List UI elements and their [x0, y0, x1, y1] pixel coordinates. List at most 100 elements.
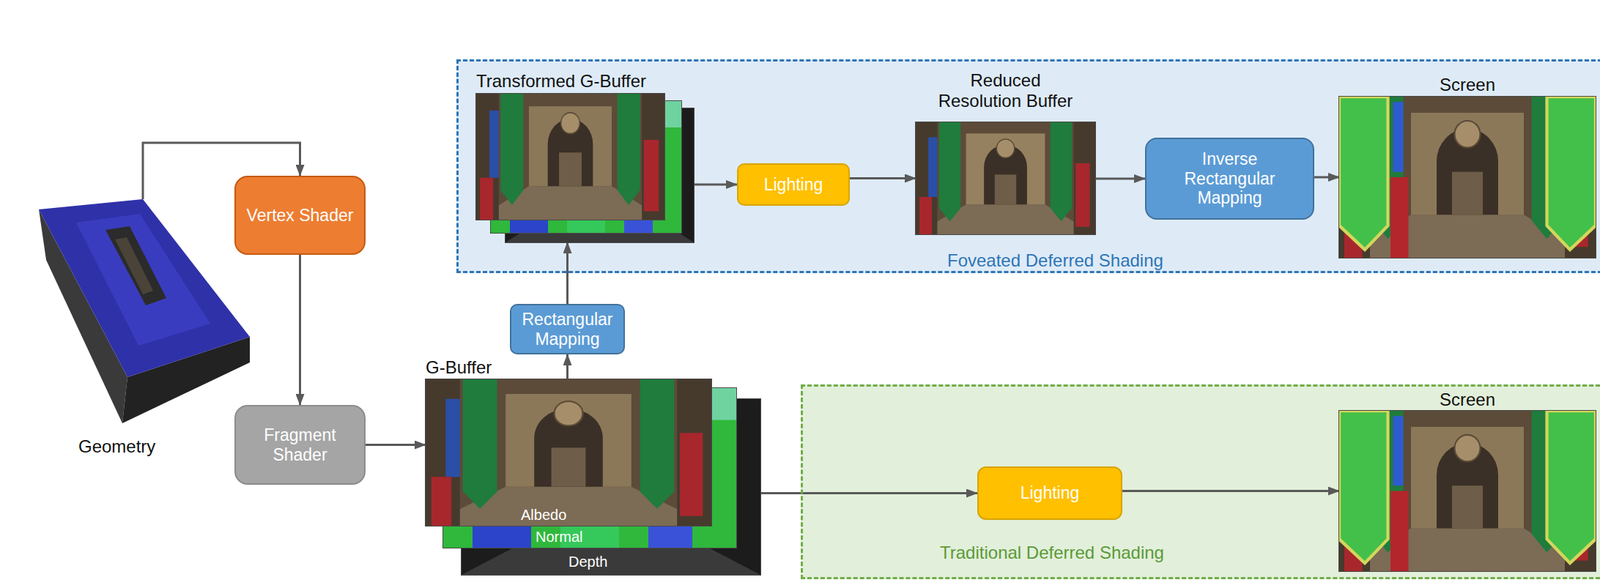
image-layer — [1339, 96, 1596, 258]
process-box: Rectangular Mapping — [509, 304, 625, 355]
scene-column — [1073, 122, 1096, 235]
scene-banner — [928, 136, 937, 198]
box-label: Rectangular Mapping — [521, 309, 614, 349]
image-buffer: Reduced Resolution Buffer — [915, 70, 1096, 235]
scene-banner — [489, 110, 499, 179]
scene-wall — [528, 106, 612, 187]
scene-column — [476, 93, 499, 220]
geometry-strip-detail — [115, 237, 154, 295]
process-box: Vertex Shader — [234, 175, 366, 255]
scene-banner — [1390, 491, 1409, 573]
geometry-node: Geometry — [35, 199, 256, 464]
image-stack: AlbedoNormalDepth — [425, 379, 761, 576]
scene-emblem — [1454, 120, 1481, 148]
image-stack — [1339, 96, 1596, 258]
scene-arch-inner — [1452, 172, 1483, 216]
image-layer — [425, 379, 712, 527]
box-label: Fragment Shader — [246, 425, 354, 465]
scene-image — [915, 122, 1096, 235]
scene-banner — [1390, 177, 1409, 258]
process-box: Lighting — [977, 466, 1123, 521]
scene-banner — [445, 399, 461, 478]
scene-banner — [1547, 410, 1597, 564]
scene-banner — [643, 139, 660, 211]
scene-image — [425, 379, 712, 527]
scene-back — [425, 379, 712, 527]
geometry-label: Geometry — [78, 436, 156, 458]
process-box: Fragment Shader — [234, 405, 366, 485]
scene-wall — [1410, 427, 1524, 529]
flow-arrow — [760, 492, 978, 495]
scene-emblem — [554, 401, 584, 426]
flow-arrow — [1122, 490, 1340, 493]
image-buffer: Transformed G-Buffer — [476, 71, 696, 243]
scene-column — [676, 379, 712, 527]
flow-arrow — [365, 443, 426, 447]
scene-back — [1339, 410, 1596, 572]
image-layer — [476, 93, 665, 220]
buffer-title: G-Buffer — [425, 357, 766, 379]
process-box: Lighting — [736, 163, 850, 206]
image-buffer: Screen — [1339, 389, 1596, 573]
layer-label: Albedo — [520, 506, 567, 524]
scene-emblem — [1454, 435, 1481, 463]
box-label: Lighting — [764, 175, 824, 195]
scene-emblem — [561, 112, 581, 135]
scene-emblem — [996, 139, 1015, 159]
scene-banner — [1075, 163, 1091, 228]
foveated-region-fill — [456, 59, 1600, 274]
geometry-raised — [76, 213, 211, 346]
scene-banner — [1050, 122, 1072, 222]
flow-arrow — [1095, 178, 1146, 181]
scene-banner — [1339, 410, 1389, 564]
scene-banner — [1339, 96, 1389, 250]
buffer-title: Transformed G-Buffer — [476, 71, 696, 92]
scene-banner — [500, 93, 524, 206]
image-stack — [476, 93, 694, 243]
scene-arch-inner — [994, 174, 1017, 205]
image-layer — [1339, 410, 1596, 572]
buffer-title: Screen — [1339, 74, 1596, 96]
scene-banner — [479, 178, 494, 220]
geometry-strip — [105, 226, 167, 306]
region-label: Foveated Deferred Shading — [947, 250, 1164, 272]
flow-arrow — [298, 254, 302, 406]
flow-arrow — [566, 354, 569, 380]
flow-arrow — [849, 177, 916, 180]
image-layer — [915, 122, 1096, 235]
buffer-title: Screen — [1339, 389, 1596, 411]
scene-arch-inner — [1452, 485, 1483, 529]
region-label: Traditional Deferred Shading — [939, 542, 1165, 564]
scene-banner — [463, 379, 498, 510]
scene-arch-inner — [551, 447, 587, 487]
scene-image — [1339, 410, 1596, 572]
image-buffer: G-BufferAlbedoNormalDepth — [425, 357, 766, 576]
box-label: Vertex Shader — [246, 205, 354, 225]
image-buffer: Screen — [1339, 74, 1596, 258]
flow-arrow — [1314, 176, 1340, 179]
scene-back — [476, 93, 665, 220]
flow-arrow — [693, 183, 737, 187]
scene-column — [425, 379, 461, 527]
scene-image — [1339, 96, 1596, 258]
scene-column — [641, 93, 665, 220]
scene-column — [915, 122, 937, 235]
dashed-region: Traditional Deferred Shading Lighting Scre… — [800, 384, 1600, 580]
scene-banner — [1393, 101, 1404, 172]
geometry-top — [38, 199, 250, 378]
scene-banner — [939, 122, 961, 222]
scene-banner — [1393, 416, 1404, 486]
box-label: Lighting — [1020, 483, 1080, 503]
scene-banner — [1547, 96, 1597, 250]
scene-wall — [505, 394, 632, 488]
scene-arch-inner — [558, 152, 582, 187]
flow-arrow — [566, 242, 569, 305]
geometry-illustration — [35, 199, 250, 424]
scene-banner — [617, 93, 641, 206]
box-label: Inverse Rectangular Mapping — [1156, 149, 1303, 208]
scene-back — [1339, 96, 1596, 258]
scene-image — [476, 93, 665, 220]
process-box: Inverse Rectangular Mapping — [1145, 137, 1315, 220]
scene-wall — [1410, 112, 1524, 215]
scene-banner — [431, 476, 452, 527]
